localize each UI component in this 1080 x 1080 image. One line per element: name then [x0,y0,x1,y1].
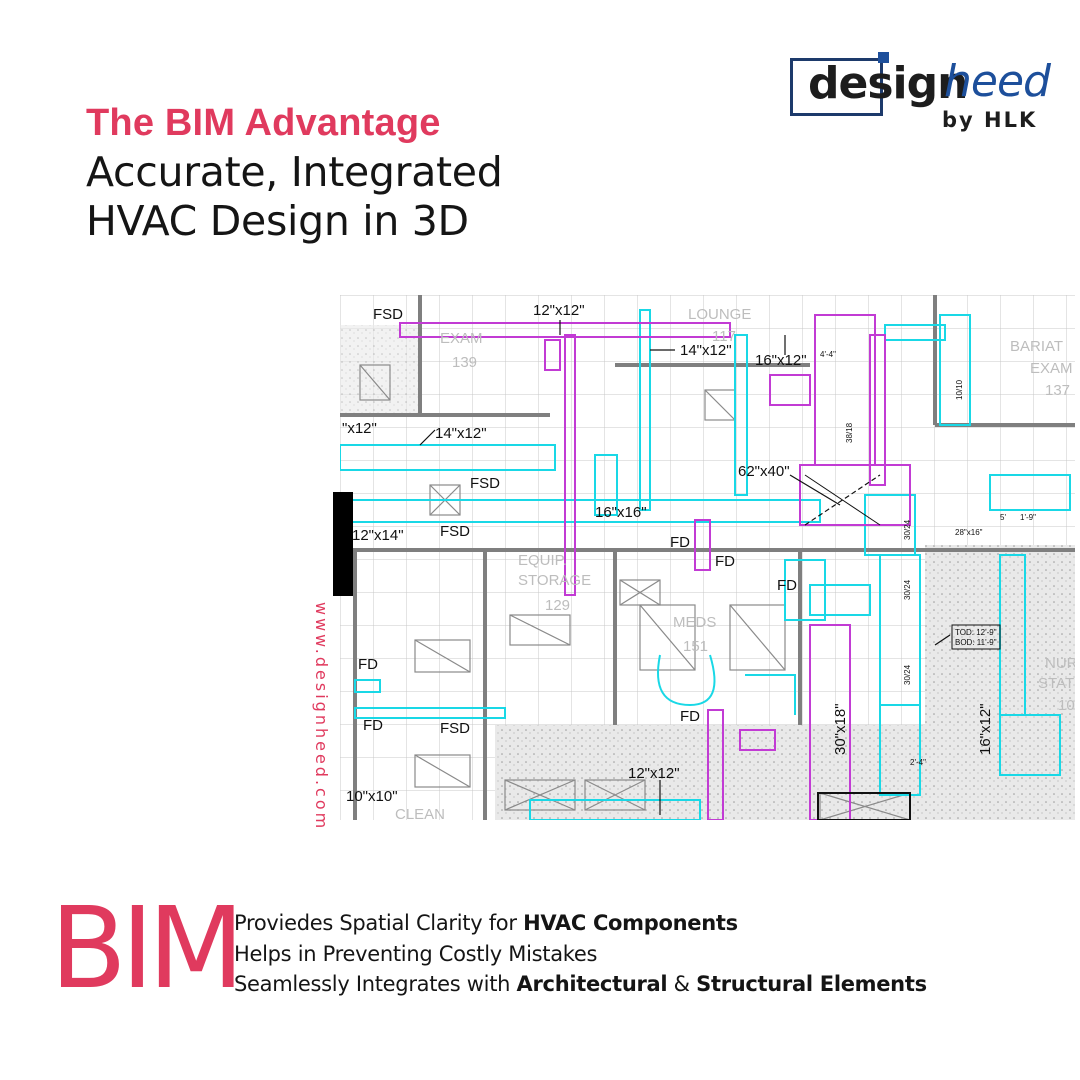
logo-word-design: design [808,58,968,109]
label-room-bariat: BARIAT [1010,338,1063,355]
label-duct-14x12-top: 14"x12" [680,342,732,359]
label-duct-10x10: 10"x10" [346,788,398,805]
label-30-24-c: 30/24 [903,664,912,685]
label-38-18: 38/18 [845,422,854,443]
benefit-2-plain: Helps in Preventing Costly Mistakes [234,942,598,966]
label-room-exam: EXAM [440,330,483,347]
label-fd-6: FD [680,708,700,725]
label-room-117: 117 [712,328,736,345]
label-room-storage: STORAGE [518,572,591,589]
transition-line [804,474,881,526]
label-fd-5: FD [363,717,383,734]
leader-lines [419,320,951,815]
headline-accent: The BIM Advantage [86,102,441,144]
label-duct-16x16: 16"x16" [595,504,647,521]
label-room-nur: NUR [1045,655,1075,672]
label-fd-4: FD [358,656,378,673]
label-duct-12x14: 12"x14" [352,527,404,544]
label-bod: BOD: 11'-9" [955,638,997,647]
label-room-10: 10 [1058,697,1075,714]
label-duct-30x18: 30"x18" [832,703,849,755]
benefit-3-ampersand: & [667,972,697,996]
designheed-logo: design heed by HLK [790,52,1051,142]
label-30-24-b: 30/24 [903,579,912,600]
website-url: www.designheed.com [312,602,336,831]
label-room-151: 151 [683,638,708,655]
magenta-ducts [399,314,911,820]
label-fd-1: FD [670,534,690,551]
label-fd-2: FD [715,553,735,570]
benefit-3-bold-1: Architectural [516,972,668,996]
benefit-1-bold: HVAC Components [523,911,738,935]
headline-line-1: Accurate, Integrated [86,148,503,196]
label-fsd-2: FSD [470,475,500,492]
logo-word-heed: heed [944,56,1051,107]
label-duct-12x12-bottom: 12"x12" [628,765,680,782]
label-duct-16x12-top: 16"x12" [755,352,807,369]
label-duct-12x12-top: 12"x12" [533,302,585,319]
label-10-10: 10/10 [955,379,964,400]
label-room-equip: EQUIP. [518,552,567,569]
label-fsd-1: FSD [373,306,403,323]
benefit-3-bold-2: Structural Elements [696,972,927,996]
website-text: www.designheed.com [312,602,331,832]
label-room-lounge: LOUNGE [688,306,751,323]
hvac-drawing: FSD EXAM 139 12"x12" LOUNGE 117 14"x12" … [340,295,1075,820]
label-room-139: 139 [452,354,477,371]
tod-bod-box [951,624,1001,650]
label-fd-3: FD [777,577,797,594]
drawing-small-labels: 28"x16" 1'-9" 5' TOD: 12'-9" BOD: 11'-9"… [820,350,1036,767]
label-room-137: 137 [1045,382,1070,399]
ahu-box [817,792,911,820]
label-dim-5: 5' [1000,513,1006,522]
label-room-stat: STAT [1038,675,1074,692]
benefit-1: Proviedes Spatial Clarity for HVAC Compo… [234,911,738,935]
label-duct-28x16: 28"x16" [955,528,983,537]
label-30-24-a: 30/24 [903,519,912,540]
benefit-3: Seamlessly Integrates with Architectural… [234,972,927,996]
label-duct-14x12-mid: 14"x12" [435,425,487,442]
logo-frame [790,58,883,116]
label-room-129: 129 [545,597,570,614]
label-fsd-4: FSD [440,720,470,737]
headline-line-2: HVAC Design in 3D [86,197,469,245]
label-fsd-3: FSD [440,523,470,540]
label-2-4: 2'-4" [910,758,926,767]
label-4-4: 4'-4" [820,350,836,359]
cyan-ducts [340,309,1071,820]
black-tab [333,492,353,596]
benefit-1-plain: Proviedes Spatial Clarity for [234,911,524,935]
logo-byline: by HLK [942,108,1038,132]
label-room-meds: MEDS [673,614,716,631]
label-tod: TOD: 12'-9" [955,628,997,637]
transition-line [804,474,881,526]
label-duct-x12-left: "x12" [342,420,377,437]
drawing-labels: FSD EXAM 139 12"x12" LOUNGE 117 14"x12" … [342,302,1075,820]
label-duct-62x40: 62"x40" [738,463,790,480]
label-duct-16x12-right: 16"x12" [977,703,994,755]
label-dim-1-9: 1'-9" [1020,513,1036,522]
fixtures [359,364,911,820]
label-room-exam-2: EXAM [1030,360,1073,377]
logo-square-icon [878,52,889,63]
benefit-2: Helps in Preventing Costly Mistakes [234,942,597,966]
benefit-3-plain: Seamlessly Integrates with [234,972,517,996]
label-room-clean: CLEAN [395,806,445,820]
bim-big-word: BIM [50,884,244,1014]
